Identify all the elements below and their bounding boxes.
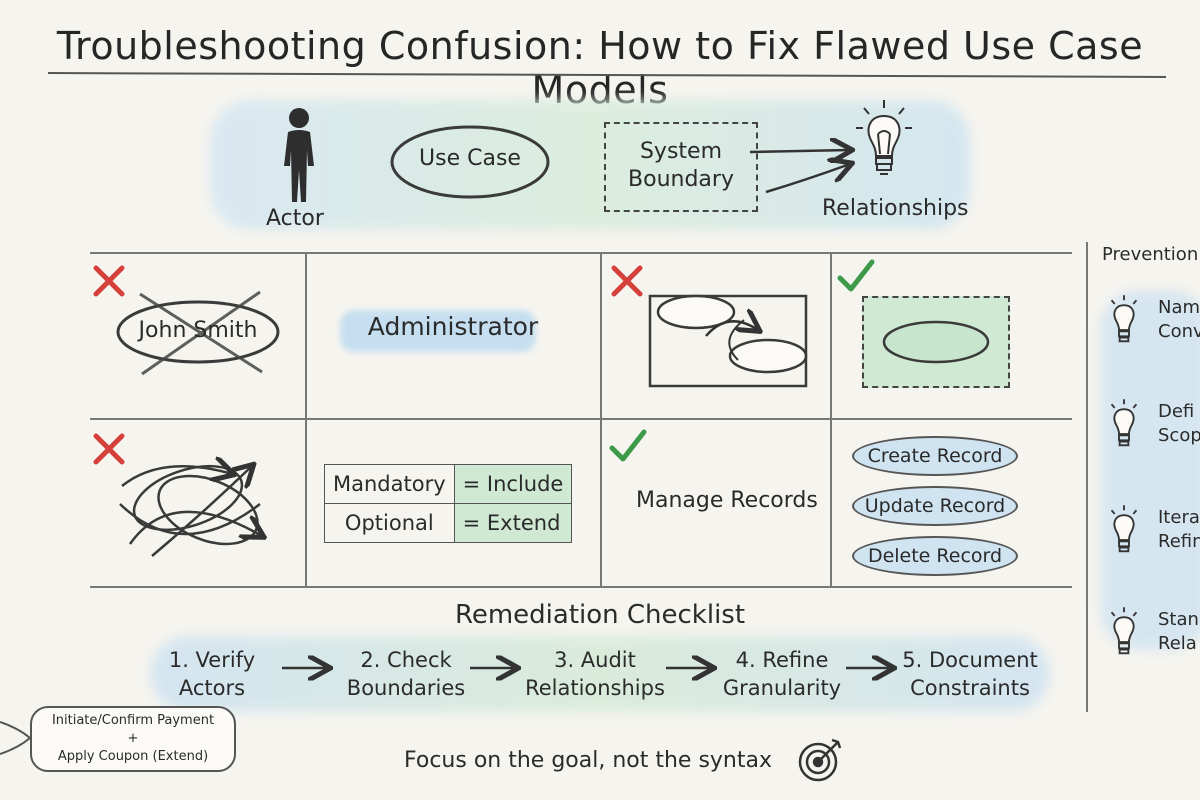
admin-wash	[340, 310, 536, 352]
grid-bottom-line	[90, 586, 1072, 588]
delete-record-use-case: Delete Record	[852, 536, 1018, 576]
extend-cell: = Extend	[453, 503, 573, 543]
checklist-arrow-icon	[470, 660, 524, 676]
lightbulb-icon	[1110, 399, 1138, 447]
grid-col-1	[305, 252, 307, 586]
step-2-line-2: Boundaries	[346, 676, 466, 700]
checklist-step-1: 1. Verify Actors	[156, 646, 268, 702]
target-icon	[798, 738, 842, 782]
checklist-step-5: 5. Document Constraints	[900, 646, 1040, 702]
lightbulb-icon	[1110, 607, 1138, 655]
sidebar-item-line-2: Scop	[1158, 425, 1200, 446]
tangled-relationships-icon	[119, 444, 282, 557]
grid-middle-line	[90, 418, 1072, 420]
bad-actor-ellipse-icon	[116, 290, 280, 376]
sidebar-item-line-2: Conv	[1158, 321, 1200, 342]
step-3-line-1: 3. Audit	[554, 648, 636, 672]
system-line-2: Boundary	[628, 167, 734, 192]
checklist-arrow-icon	[282, 660, 336, 676]
update-record-use-case: Update Record	[852, 486, 1018, 526]
check-mark-icon	[837, 259, 875, 292]
use-case-ellipse-icon	[390, 125, 550, 199]
include-cell: = Include	[453, 464, 573, 504]
checklist-title: Remediation Checklist	[454, 600, 746, 630]
speech-line-1: Initiate/Confirm Payment	[51, 713, 215, 728]
page-title: Troubleshooting Confusion: How to Fix Fl…	[56, 24, 1144, 112]
sidebar-item-line-2: Rela	[1158, 633, 1197, 654]
system-boundary-box	[604, 122, 758, 212]
correct-use-case-ellipse-icon	[882, 320, 990, 364]
wrong-x-icon	[93, 433, 125, 465]
sidebar-item-line-2: Refin	[1158, 531, 1200, 552]
messy-boundary-diagram-icon	[648, 294, 808, 388]
sidebar-title: Prevention	[1102, 244, 1199, 265]
create-record-use-case: Create Record	[852, 436, 1018, 476]
manage-records-label: Manage Records	[636, 488, 818, 513]
grid-col-3	[830, 252, 832, 586]
speech-line-3: Apply Coupon (Extend)	[57, 749, 209, 764]
lightbulb-icon	[856, 100, 912, 175]
grid-col-2	[600, 252, 602, 586]
step-3-line-2: Relationships	[525, 676, 665, 700]
checklist-step-3: 3. Audit Relationships	[522, 646, 668, 702]
step-5-line-1: 5. Document	[902, 648, 1038, 672]
speech-bubble: Initiate/Confirm Payment + Apply Coupon …	[30, 706, 236, 772]
lightbulb-icon	[1110, 505, 1138, 553]
checklist-arrow-icon	[666, 660, 720, 676]
optional-cell: Optional	[324, 503, 455, 543]
step-4-line-2: Granularity	[722, 676, 842, 700]
sidebar-wash	[1100, 290, 1200, 650]
step-1-line-1: 1. Verify	[168, 648, 256, 672]
sidebar-item-line-1: Stan	[1158, 609, 1199, 630]
checklist-step-2: 2. Check Boundaries	[336, 646, 476, 702]
actor-figure-icon	[284, 108, 314, 202]
relationship-arrows-icon	[749, 130, 866, 194]
grid-top-line	[90, 252, 1072, 254]
sidebar-item-line-1: Itera	[1158, 507, 1200, 528]
sidebar-item-line-1: Defi	[1158, 401, 1195, 422]
system-line-1: System	[639, 139, 723, 164]
good-actor-name: Administrator	[367, 312, 539, 341]
table-row: Mandatory = Include	[324, 464, 573, 504]
bad-actor-name: John Smith	[138, 318, 258, 343]
include-extend-table: Mandatory = Include Optional = Extend	[324, 464, 573, 543]
mandatory-cell: Mandatory	[324, 464, 455, 504]
step-5-line-2: Constraints	[910, 676, 1030, 700]
checklist-arrow-icon	[846, 660, 900, 676]
wrong-x-icon	[611, 265, 643, 297]
step-1-line-2: Actors	[178, 676, 246, 700]
checklist-step-4: 4. Refine Granularity	[716, 646, 848, 702]
legend-relationships-label: Relationships	[822, 196, 969, 221]
sidebar-item-line-1: Nam	[1158, 297, 1200, 318]
speech-tail-icon	[0, 721, 32, 755]
step-4-line-1: 4. Refine	[735, 648, 829, 672]
sidebar-divider	[1086, 242, 1088, 712]
legend-system-label: System Boundary	[604, 138, 758, 194]
footer-tagline: Focus on the goal, not the syntax	[404, 748, 772, 773]
checklist-wash	[150, 636, 1050, 712]
legend-use-case-label: Use Case	[419, 146, 521, 171]
step-2-line-1: 2. Check	[360, 648, 452, 672]
legend-actor-label: Actor	[266, 206, 324, 231]
wrong-x-icon	[93, 265, 125, 297]
check-mark-icon	[609, 429, 647, 462]
speech-line-2: +	[127, 731, 139, 746]
table-row: Optional = Extend	[324, 503, 573, 543]
lightbulb-icon	[1110, 295, 1138, 343]
